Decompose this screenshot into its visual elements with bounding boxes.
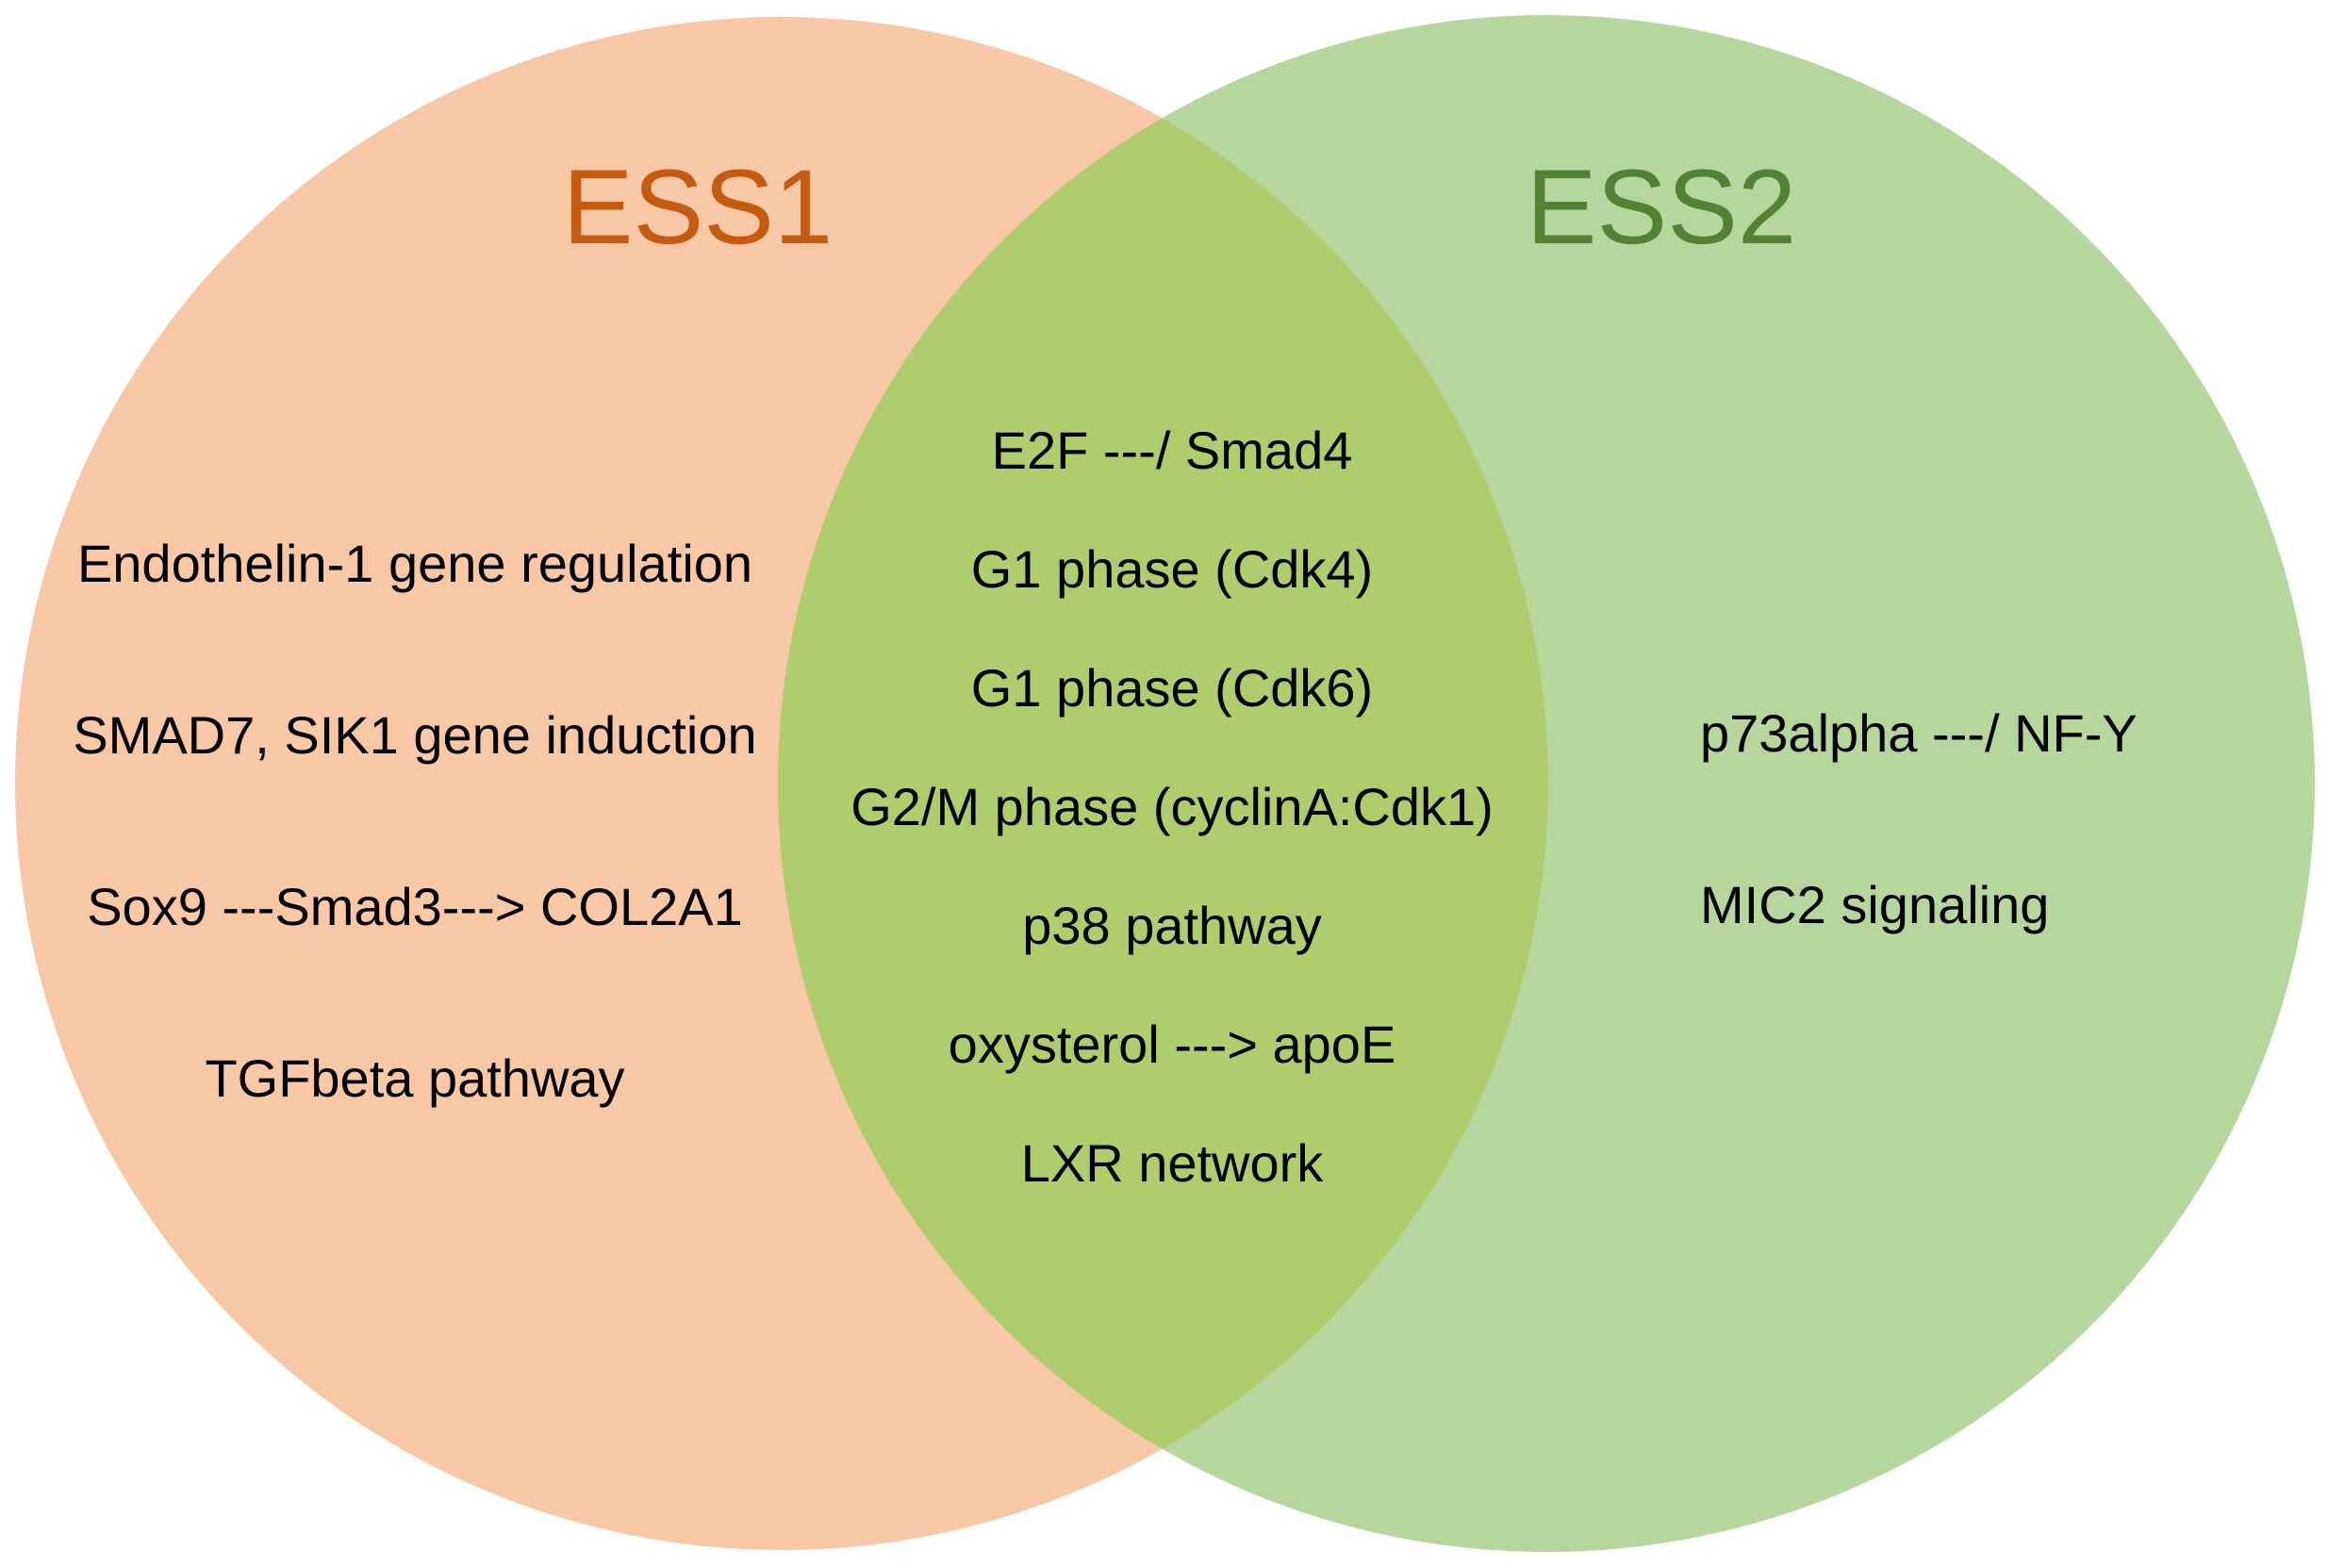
ess1-title: ESS1 [563,148,833,266]
intersection-item-list: E2F ---/ Smad4 G1 phase (Cdk4) G1 phase (C… [850,421,1494,1193]
ess2-item-list: p73alpha ---/ NF-Y MIC2 signaling [1700,703,2138,934]
intersection-item: G1 phase (Cdk6) [971,658,1373,718]
intersection-item: oxysterol ---> apoE [949,1015,1396,1074]
ess1-item: TGFbeta pathway [205,1048,624,1108]
ess1-item: Endothelin-1 gene regulation [77,534,752,593]
intersection-item: p38 pathway [1022,896,1322,955]
ess2-title: ESS2 [1527,148,1796,266]
intersection-item: G2/M phase (cyclinA:Cdk1) [850,777,1494,836]
intersection-region [778,17,1548,1550]
ess2-item: MIC2 signaling [1700,875,2049,934]
intersection-item: LXR network [1021,1133,1325,1193]
intersection-item: G1 phase (Cdk4) [971,539,1373,599]
intersection-item: E2F ---/ Smad4 [992,421,1353,480]
ess1-item: SMAD7, SIK1 gene induction [73,705,756,765]
ess2-item: p73alpha ---/ NF-Y [1700,703,2138,763]
ess1-item: Sox9 ---Smad3---> COL2A1 [87,877,743,936]
